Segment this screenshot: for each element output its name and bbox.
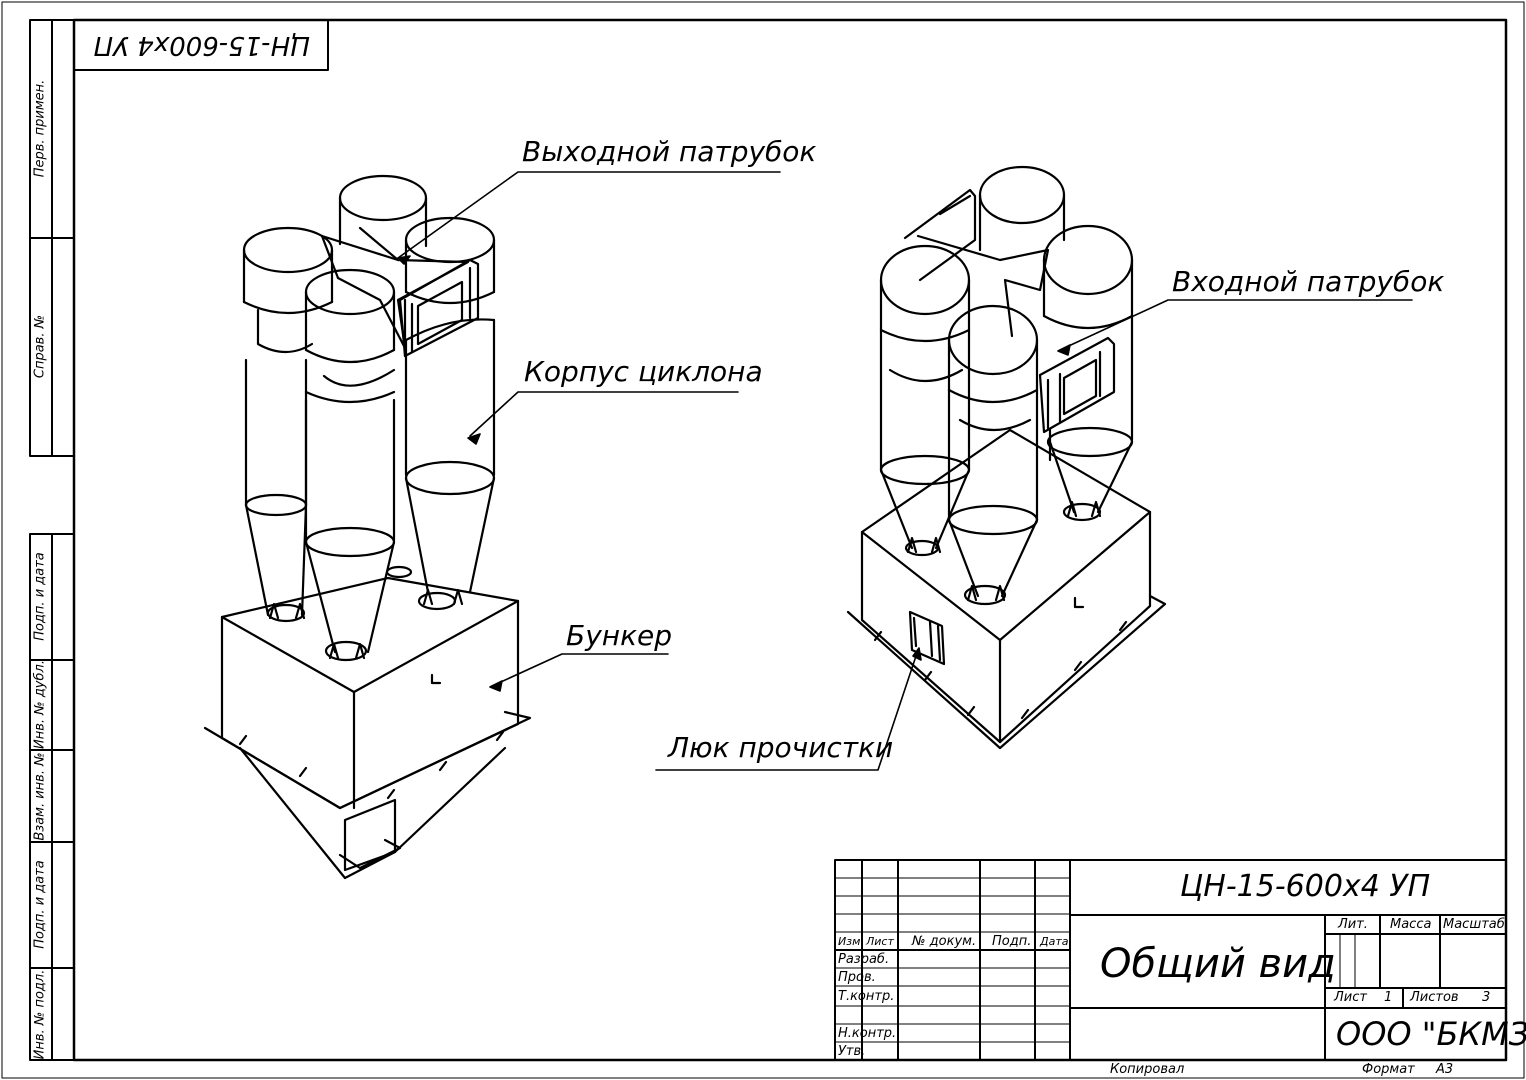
tb-col-podp: Подп.: [992, 934, 1032, 949]
tb-designation: ЦН-15-600х4 УП: [1180, 869, 1431, 904]
side-label-podp-data-1: Подп. и дата: [32, 552, 48, 641]
side-label-podp-data-2: Подп. и дата: [32, 860, 48, 949]
callout-hatch: Люк прочистки: [668, 731, 894, 764]
tb-col-list: Лист: [866, 935, 894, 948]
callout-hopper: Бункер: [566, 619, 672, 652]
top-stamp: ЦН-15-600х4 УП: [93, 30, 311, 60]
leader-hopper: [491, 653, 669, 687]
tb-row-tkontr: Т.контр.: [838, 989, 895, 1004]
side-label-sprav-no: Справ. №: [32, 314, 48, 379]
tb-kopiroval: Копировал: [1110, 1062, 1185, 1077]
tb-list-value: 1: [1384, 990, 1393, 1005]
side-label-inv-dubl: Инв. № дубл.: [32, 660, 48, 749]
tb-col-data: Дата: [1040, 935, 1069, 948]
tb-name: Общий вид: [1100, 941, 1336, 987]
tb-row-utv: Утв.: [838, 1044, 866, 1059]
leader-inlet: [1059, 299, 1413, 351]
right-assembly: [846, 165, 1167, 750]
tb-masshtab: Масштаб: [1443, 917, 1505, 932]
tb-listov-label: Листов: [1410, 990, 1459, 1005]
tb-row-razrab: Разраб.: [838, 952, 890, 967]
leader-outlet: [397, 171, 781, 259]
leader-hatch: [655, 649, 919, 771]
title-block-thin-lines: [834, 877, 1356, 1043]
leader-body: [469, 391, 739, 437]
tb-col-doc: № докум.: [912, 934, 977, 949]
left-assembly: [203, 174, 532, 880]
callout-inlet: Входной патрубок: [1172, 265, 1445, 298]
tb-format-label: Формат: [1362, 1062, 1415, 1077]
tb-list-label: Лист: [1334, 990, 1367, 1005]
side-label-perv-primen: Перв. примен.: [32, 79, 48, 178]
callout-outlet: Выходной патрубок: [522, 135, 817, 168]
tb-row-prov: Пров.: [838, 970, 876, 985]
callout-leaders: [397, 171, 1413, 771]
tb-listov-value: 3: [1482, 990, 1491, 1005]
top-stamp-box: [73, 19, 329, 71]
tb-massa: Масса: [1390, 917, 1432, 932]
side-label-vzam-inv: Взам. инв. №: [32, 752, 48, 841]
tb-company: ООО "БКМЗ": [1336, 1015, 1526, 1053]
side-column: [29, 19, 75, 1061]
title-block-lines: [834, 859, 1507, 1061]
callout-body: Корпус циклона: [524, 355, 763, 388]
tb-format-value: А3: [1436, 1062, 1454, 1077]
tb-lit: Лит.: [1338, 917, 1368, 932]
tb-col-izm: Изм.: [838, 935, 864, 948]
main-frame: [72, 18, 1508, 1062]
side-label-inv-podl: Инв. № подл.: [32, 969, 48, 1060]
tb-row-nkontr: Н.контр.: [838, 1026, 897, 1041]
